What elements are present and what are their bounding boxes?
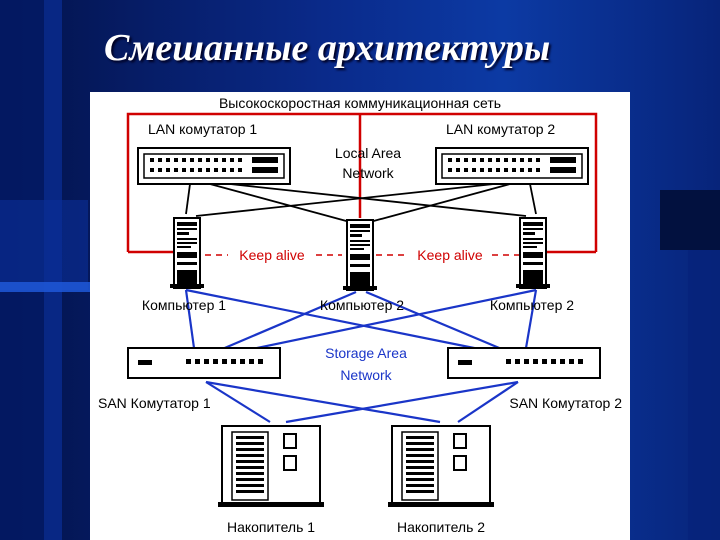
slide-title: Смешанные архитектуры [104, 27, 551, 69]
diagram-panel: Высокоскоростная коммуникационная сеть L… [90, 92, 630, 540]
san-switch-1-label: SAN Комутатор 1 [98, 395, 211, 411]
background-bar-left [0, 282, 120, 292]
lan-switch-2-label: LAN комутатор 2 [446, 121, 555, 137]
san-switch-2-device [447, 347, 601, 379]
lan-switch-1-label: LAN комутатор 1 [148, 121, 257, 137]
storage-1-label: Накопитель 1 [227, 519, 315, 535]
san-caption-line2: Network [340, 367, 392, 383]
computer-1-label: Компьютер 1 [142, 297, 226, 313]
background-block-left [0, 200, 88, 290]
storage-2-label: Накопитель 2 [397, 519, 485, 535]
computer-1-device [169, 217, 205, 289]
keep-alive-right-label: Keep alive [417, 247, 483, 263]
lan-link-outer [126, 112, 598, 252]
lan-caption-line1: Local Area [335, 145, 401, 161]
san-switch-1-device [127, 347, 281, 379]
lan-caption-line2: Network [342, 165, 394, 181]
san-caption-line1: Storage Area [325, 345, 407, 361]
computer-2-device [515, 217, 551, 289]
lan-switch-2-device [435, 147, 589, 185]
computer-mid-label: Компьютер 2 [320, 297, 404, 313]
computer-mid-device [342, 219, 378, 291]
storage-2-device [387, 425, 495, 508]
keep-alive-left-label: Keep alive [239, 247, 305, 263]
san-switch-2-label: SAN Комутатор 2 [509, 395, 622, 411]
architecture-diagram: Высокоскоростная коммуникационная сеть L… [98, 95, 622, 535]
background-block-right [660, 190, 720, 250]
computer-2-label: Компьютер 2 [490, 297, 574, 313]
storage-1-device [217, 425, 325, 508]
san-links [184, 288, 538, 424]
network-title: Высокоскоростная коммуникационная сеть [219, 95, 501, 111]
background-stripe-right [688, 250, 720, 540]
lan-device-links [185, 183, 537, 223]
lan-switch-1-device [137, 147, 291, 185]
